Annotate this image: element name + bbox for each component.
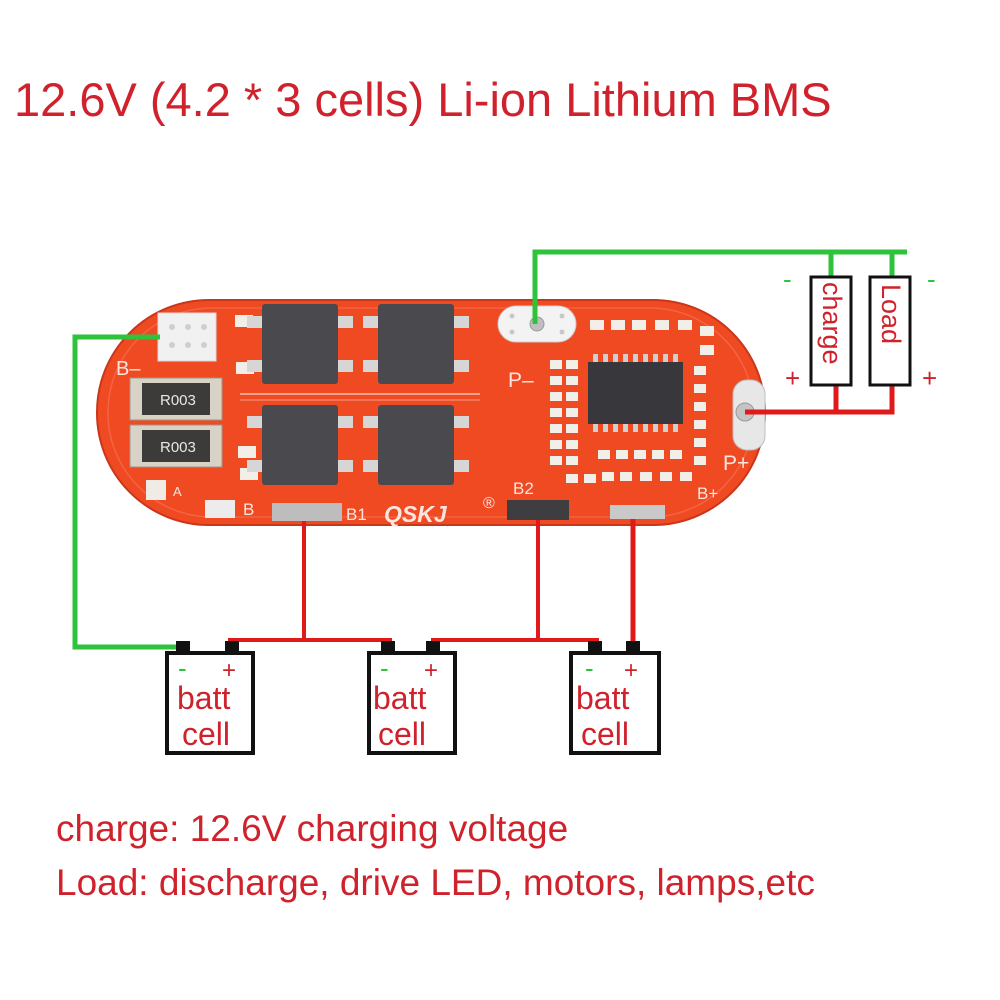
label-p-plus: P+: [723, 452, 749, 475]
svg-text:R003: R003: [160, 392, 196, 409]
label-p-minus: P–: [508, 369, 534, 392]
cell-3-line1: batt: [576, 680, 629, 716]
load-box: [868, 275, 912, 387]
cell-2-line1: batt: [373, 680, 426, 716]
wire-b-minus: [72, 334, 185, 650]
load-label: Load: [876, 284, 906, 344]
label-b2: B2: [513, 479, 534, 498]
cell-2-plus: +: [424, 657, 438, 684]
shunt-resistor-2: R003: [129, 424, 223, 468]
cell-3-minus: -: [585, 653, 594, 683]
note-charge: charge: 12.6V charging voltage: [56, 808, 569, 849]
pad-b1: [272, 503, 342, 521]
pad-b2: [507, 500, 569, 520]
label-b-plus: B+: [697, 484, 718, 503]
diagram-title: 12.6V (4.2 * 3 cells) Li-ion Lithium BMS: [14, 73, 832, 126]
note-load: Load: discharge, drive LED, motors, lamp…: [56, 862, 815, 903]
mosfet-3: [247, 405, 353, 485]
charge-terminal: charge - +: [783, 264, 853, 393]
wire-p-minus: [532, 249, 907, 324]
cell-2-line2: cell: [378, 716, 426, 752]
wire-p-plus: [745, 385, 895, 415]
charge-label: charge: [817, 282, 847, 365]
load-terminal: Load - +: [868, 264, 937, 393]
wire-series-1: [228, 638, 392, 647]
p-plus-pad: [732, 379, 766, 451]
cell-1-line2: cell: [182, 716, 230, 752]
registered-mark: ®: [483, 495, 495, 512]
battery-cell-3: - + batt cell: [569, 641, 661, 755]
cell-1-line1: batt: [177, 680, 230, 716]
mosfet-1: [247, 304, 353, 384]
label-b: B: [243, 500, 254, 519]
wire-series-2: [431, 638, 599, 647]
charge-plus-sign: +: [785, 363, 800, 393]
mosfet-2: [363, 304, 469, 384]
svg-text:A: A: [173, 484, 182, 499]
battery-cell-1: - + batt cell: [165, 641, 255, 755]
charge-box: [809, 275, 853, 387]
cell-3-plus: +: [624, 657, 638, 684]
cell-2-minus: -: [380, 653, 389, 683]
load-minus-sign: -: [927, 264, 936, 294]
battery-cell-2: - + batt cell: [367, 641, 457, 755]
cell-3-line2: cell: [581, 716, 629, 752]
shunt-resistor-1: R003: [129, 377, 223, 421]
b-minus-pad: [157, 312, 217, 362]
charge-minus-sign: -: [783, 264, 792, 294]
bms-board: B– R003 R003 A: [96, 299, 766, 527]
load-plus-sign: +: [922, 363, 937, 393]
label-b1: B1: [346, 505, 367, 524]
cell-1-minus: -: [178, 653, 187, 683]
mosfet-4: [363, 405, 469, 485]
brand-logo: QSKJ: [384, 501, 448, 527]
protection-ic: [588, 354, 683, 432]
label-b-minus: B–: [116, 358, 141, 380]
pad-b: [205, 500, 235, 518]
pad-b-plus: [610, 505, 665, 519]
cell-1-plus: +: [222, 657, 236, 684]
svg-text:R003: R003: [160, 439, 196, 456]
